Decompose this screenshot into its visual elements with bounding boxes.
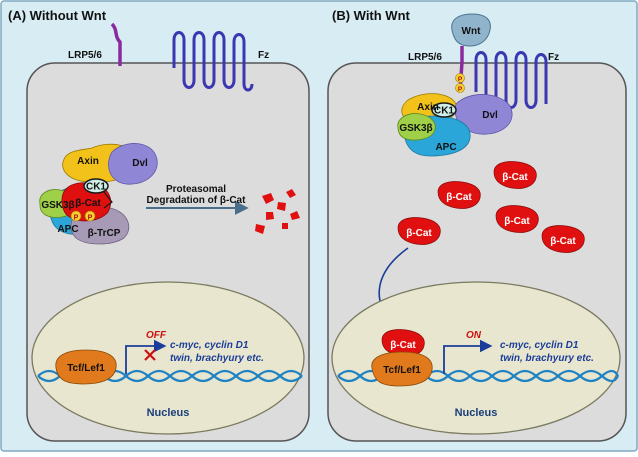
bcat-free-2 xyxy=(437,181,481,209)
ck1-bracket-a xyxy=(103,191,113,209)
fz-label-b: Fz xyxy=(548,52,559,63)
panel-a: (A) Without Wnt LRP5/6 Fz P P Axin CK1 D… xyxy=(8,8,310,442)
bcat-free-label-4: β-Cat xyxy=(406,228,432,239)
on-label: ON xyxy=(466,330,482,341)
p-label-2-b: P xyxy=(458,86,463,93)
degradation-label-line2: Degradation of β-Cat xyxy=(147,195,247,206)
lrp-receptor-a xyxy=(110,22,122,66)
cytoplasmic-bcat-group: β-Cat β-Cat β-Cat β-Cat β-Cat xyxy=(397,161,585,253)
membrane-complex: Axin CK1 Dvl GSK3β APC xyxy=(397,93,513,157)
tcf-label-a: Tcf/Lef1 xyxy=(67,363,105,374)
apc-label-b: APC xyxy=(435,142,456,153)
bcat-free-label-1: β-Cat xyxy=(502,172,528,183)
bcat-free-1 xyxy=(493,161,537,189)
genes-line1-b: c-myc, cyclin D1 xyxy=(500,340,579,351)
phospho-2-b xyxy=(455,83,465,93)
fragment-7 xyxy=(282,223,288,229)
panel-a-title: (A) Without Wnt xyxy=(8,8,107,23)
p-label-1-a: P xyxy=(74,215,79,222)
frizzled-receptor-a xyxy=(172,31,254,92)
dvl-label-b: Dvl xyxy=(482,110,498,121)
bcat-free-label-5: β-Cat xyxy=(550,236,576,247)
p-label-2-a: P xyxy=(88,215,93,222)
off-label: OFF xyxy=(146,330,167,341)
ck1-label-a: CK1 xyxy=(86,182,106,193)
transcription-arrow-a xyxy=(125,339,167,374)
destruction-complex: P P Axin CK1 Dvl GSK3β β-Cat APC β-TrCP xyxy=(39,143,158,245)
dvl-label-a: Dvl xyxy=(132,158,148,169)
gsk-label-a: GSK3β xyxy=(41,200,74,211)
lrp-label-b: LRP5/6 xyxy=(408,52,442,63)
tcf-shape-a xyxy=(55,349,117,385)
fz-label-a: Fz xyxy=(258,50,269,61)
dvl-shape-a xyxy=(108,143,158,185)
bcat-free-4 xyxy=(397,217,441,245)
ck1-shape-b xyxy=(431,102,457,118)
blocked-x-icon xyxy=(144,349,156,361)
bcat-free-label-2: β-Cat xyxy=(446,192,472,203)
fragment-2 xyxy=(277,202,286,211)
tcf-label-b: Tcf/Lef1 xyxy=(383,365,421,376)
genes-line2-b: twin, brachyury etc. xyxy=(500,353,594,364)
nucleus-label-b: Nucleus xyxy=(455,407,498,419)
ck1-label-b: CK1 xyxy=(434,106,454,117)
panel-b-title: (B) With Wnt xyxy=(332,8,411,23)
lrp-label-a: LRP5/6 xyxy=(68,50,102,61)
ck1-shape-a xyxy=(83,178,109,194)
genes-line2-a: twin, brachyury etc. xyxy=(170,353,264,364)
gsk-shape-b xyxy=(397,113,436,141)
degraded-bcat-fragments xyxy=(255,189,300,234)
bcat-label-a: β-Cat xyxy=(75,198,101,209)
p-label-1-b: P xyxy=(458,76,463,83)
wnt-ligand xyxy=(451,13,491,47)
phospho-2-a xyxy=(84,210,96,222)
axin-label-b: Axin xyxy=(417,102,439,113)
genes-line1-a: c-myc, cyclin D1 xyxy=(170,340,249,351)
axin-label-a: Axin xyxy=(77,156,99,167)
panel-b: (B) With Wnt Wnt LRP5/6 Fz P P Axin CK1 … xyxy=(327,8,627,442)
bcat-free-label-3: β-Cat xyxy=(504,216,530,227)
phospho-1-a xyxy=(70,210,82,222)
bcat-nuclear-label: β-Cat xyxy=(390,340,416,351)
bcat-free-5 xyxy=(541,225,585,253)
phospho-1-b xyxy=(455,73,465,83)
nucleus-a xyxy=(31,281,305,435)
gsk-label-b: GSK3β xyxy=(399,123,432,134)
transcription-arrow-b xyxy=(443,339,493,374)
fragment-3 xyxy=(286,189,296,198)
fragment-1 xyxy=(262,193,274,204)
fragment-6 xyxy=(255,224,265,234)
apc-label-a: APC xyxy=(57,224,78,235)
fragment-5 xyxy=(290,211,300,220)
nucleus-label-a: Nucleus xyxy=(147,407,190,419)
nucleus-b xyxy=(331,281,621,435)
degradation-label-line1: Proteasomal xyxy=(166,184,226,195)
wnt-label: Wnt xyxy=(462,26,482,37)
fragment-4 xyxy=(266,212,274,220)
btrcp-label: β-TrCP xyxy=(88,228,121,239)
bcat-free-3 xyxy=(495,205,539,233)
tcf-shape-b xyxy=(371,351,433,387)
